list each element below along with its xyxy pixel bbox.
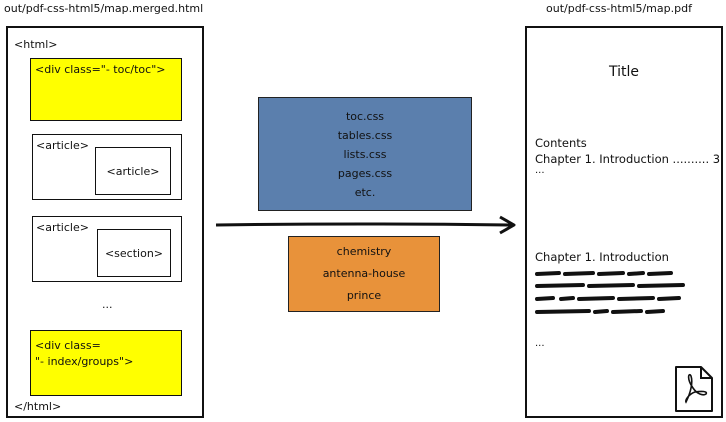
pdf-toc-ellipsis: ...	[535, 165, 545, 176]
pdf-title: Title	[608, 64, 639, 80]
pdf-toc-entry: Chapter 1. Introduction .......... 3	[535, 152, 721, 166]
index-div-box: <div class= "- index/groups">	[30, 330, 182, 396]
source-ellipsis: ...	[102, 298, 113, 311]
stylesheet-item: lists.css	[343, 147, 387, 161]
pdf-chapter-heading: Chapter 1. Introduction	[535, 250, 669, 264]
toc-div-label: <div class="- toc/toc">	[35, 63, 166, 76]
source-document: <html> <div class="- toc/toc"> <article>…	[6, 26, 204, 418]
article-box-1: <article> <article>	[32, 134, 182, 200]
stylesheet-item: tables.css	[337, 128, 393, 142]
index-div-line1: <div class=	[35, 339, 101, 352]
article-label-2: <article>	[36, 221, 89, 234]
html-close-tag: </html>	[14, 400, 62, 413]
article-box-2: <article> <section>	[32, 216, 182, 282]
stylesheet-item: toc.css	[345, 109, 385, 123]
html-open-tag: <html>	[14, 38, 58, 51]
pdf-icon	[675, 366, 713, 412]
processors-box: chemistry antenna-house prince	[288, 236, 440, 312]
toc-div-box: <div class="- toc/toc">	[30, 58, 182, 121]
stylesheets-box: toc.css tables.css lists.css pages.css e…	[258, 97, 472, 211]
stylesheet-item: etc.	[354, 185, 376, 199]
source-path-label: out/pdf-css-html5/map.merged.html	[4, 2, 204, 15]
processor-item: prince	[346, 289, 382, 302]
processor-item: chemistry	[336, 245, 392, 258]
flow-arrow	[215, 215, 516, 235]
pdf-body-ellipsis: ...	[535, 338, 545, 349]
pdf-contents-heading: Contents	[535, 136, 587, 150]
index-div-line2: "- index/groups">	[35, 355, 134, 368]
nested-section-box: <section>	[97, 229, 171, 277]
stylesheet-item: pages.css	[337, 166, 393, 180]
scribbled-text-lines	[535, 271, 685, 314]
output-path-label: out/pdf-css-html5/map.pdf	[546, 2, 692, 15]
nested-article-label: <article>	[106, 164, 160, 178]
processor-item: antenna-house	[322, 267, 406, 280]
nested-section-label: <section>	[104, 246, 164, 260]
article-label-1: <article>	[36, 139, 89, 152]
nested-article-box: <article>	[95, 147, 171, 195]
output-document: Title Contents Chapter 1. Introduction .…	[525, 26, 723, 418]
